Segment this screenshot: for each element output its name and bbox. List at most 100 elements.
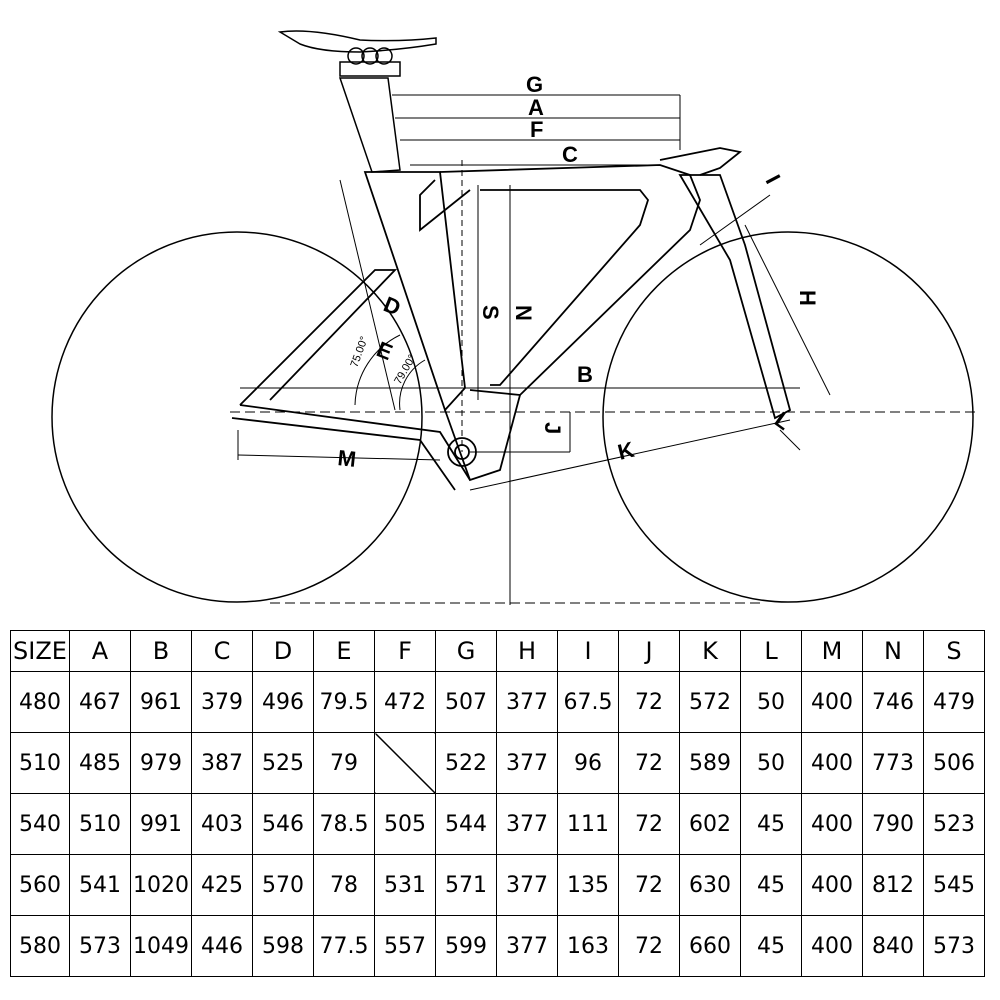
table-cell: 544 <box>435 793 497 855</box>
front-wheel <box>602 231 974 603</box>
table-row: 510 485 979 387 525 79 522 377 96 72 589… <box>10 732 985 794</box>
table-cell: 479 <box>923 671 985 733</box>
table-cell: 510 <box>10 732 70 794</box>
header-n: N <box>862 630 924 672</box>
table-cell: 991 <box>130 793 192 855</box>
header-s: S <box>923 630 985 672</box>
table-cell: 580 <box>10 915 70 977</box>
table-cell: 1049 <box>130 915 192 977</box>
table-cell: 50 <box>740 671 802 733</box>
table-cell: 598 <box>252 915 314 977</box>
table-cell: 510 <box>69 793 131 855</box>
table-cell: 387 <box>191 732 253 794</box>
dim-letter-f: F <box>530 117 543 142</box>
table-cell: 545 <box>923 854 985 916</box>
table-row: 580 573 1049 446 598 77.5 557 599 377 16… <box>10 915 985 977</box>
dim-letter-d: D <box>380 291 404 320</box>
header-b: B <box>130 630 192 672</box>
table-cell: 377 <box>496 671 558 733</box>
table-cell: 379 <box>191 671 253 733</box>
table-cell: 541 <box>69 854 131 916</box>
table-cell: 45 <box>740 854 802 916</box>
table-cell: 602 <box>679 793 741 855</box>
table-cell: 72 <box>618 732 680 794</box>
table-cell: 79 <box>313 732 375 794</box>
header-l: L <box>740 630 802 672</box>
table-row: 540 510 991 403 546 78.5 505 544 377 111… <box>10 793 985 855</box>
dim-letter-i: I <box>761 171 786 188</box>
table-cell-not-available <box>374 732 436 794</box>
header-k: K <box>679 630 741 672</box>
table-cell: 377 <box>496 915 558 977</box>
dim-letter-e: E <box>373 336 396 365</box>
table-cell: 525 <box>252 732 314 794</box>
dim-letter-a: A <box>528 95 544 120</box>
header-g: G <box>435 630 497 672</box>
table-cell: 67.5 <box>557 671 619 733</box>
table-cell: 1020 <box>130 854 192 916</box>
header-a: A <box>69 630 131 672</box>
dim-letter-g: G <box>526 72 543 97</box>
table-cell: 377 <box>496 793 558 855</box>
table-cell: 135 <box>557 854 619 916</box>
table-cell: 557 <box>374 915 436 977</box>
table-cell: 546 <box>252 793 314 855</box>
header-j: J <box>618 630 680 672</box>
table-cell: 72 <box>618 915 680 977</box>
table-cell: 522 <box>435 732 497 794</box>
table-cell: 111 <box>557 793 619 855</box>
table-cell: 78.5 <box>313 793 375 855</box>
table-cell: 77.5 <box>313 915 375 977</box>
table-cell: 72 <box>618 793 680 855</box>
table-cell: 446 <box>191 915 253 977</box>
table-cell: 523 <box>923 793 985 855</box>
table-cell: 400 <box>801 854 863 916</box>
table-cell: 50 <box>740 732 802 794</box>
header-d: D <box>252 630 314 672</box>
table-cell: 425 <box>191 854 253 916</box>
dim-letter-n: N <box>511 305 536 321</box>
table-cell: 472 <box>374 671 436 733</box>
saddle <box>277 30 437 53</box>
table-cell: 45 <box>740 915 802 977</box>
header-c: C <box>191 630 253 672</box>
angle-label-79: 79.00° <box>392 353 418 387</box>
header-m: M <box>801 630 863 672</box>
table-cell: 812 <box>862 854 924 916</box>
table-cell: 571 <box>435 854 497 916</box>
table-cell: 840 <box>862 915 924 977</box>
table-cell: 163 <box>557 915 619 977</box>
table-cell: 79.5 <box>313 671 375 733</box>
table-cell: 45 <box>740 793 802 855</box>
table-cell: 403 <box>191 793 253 855</box>
bike-frame-geometry-diagram: G A F C I H S N D E B J K L M 75.00° 79.… <box>51 30 980 605</box>
seatpost <box>338 77 401 173</box>
table-cell: 531 <box>374 854 436 916</box>
table-cell: 507 <box>435 671 497 733</box>
dimension-lines <box>230 94 980 605</box>
table-cell: 400 <box>801 793 863 855</box>
table-cell: 589 <box>679 732 741 794</box>
table-cell: 630 <box>679 854 741 916</box>
table-cell: 790 <box>862 793 924 855</box>
table-cell: 573 <box>69 915 131 977</box>
table-cell: 400 <box>801 732 863 794</box>
dim-letter-c: C <box>562 142 578 167</box>
dim-letter-b: B <box>577 362 593 387</box>
table-cell: 400 <box>801 671 863 733</box>
table-cell: 72 <box>618 854 680 916</box>
table-cell: 573 <box>923 915 985 977</box>
table-cell: 570 <box>252 854 314 916</box>
table-cell: 540 <box>10 793 70 855</box>
header-i: I <box>557 630 619 672</box>
table-cell: 496 <box>252 671 314 733</box>
table-cell: 660 <box>679 915 741 977</box>
table-cell: 961 <box>130 671 192 733</box>
table-cell: 560 <box>10 854 70 916</box>
table-cell: 599 <box>435 915 497 977</box>
table-cell: 467 <box>69 671 131 733</box>
table-cell: 773 <box>862 732 924 794</box>
table-cell: 572 <box>679 671 741 733</box>
dim-letter-h: H <box>795 290 820 306</box>
table-cell: 78 <box>313 854 375 916</box>
